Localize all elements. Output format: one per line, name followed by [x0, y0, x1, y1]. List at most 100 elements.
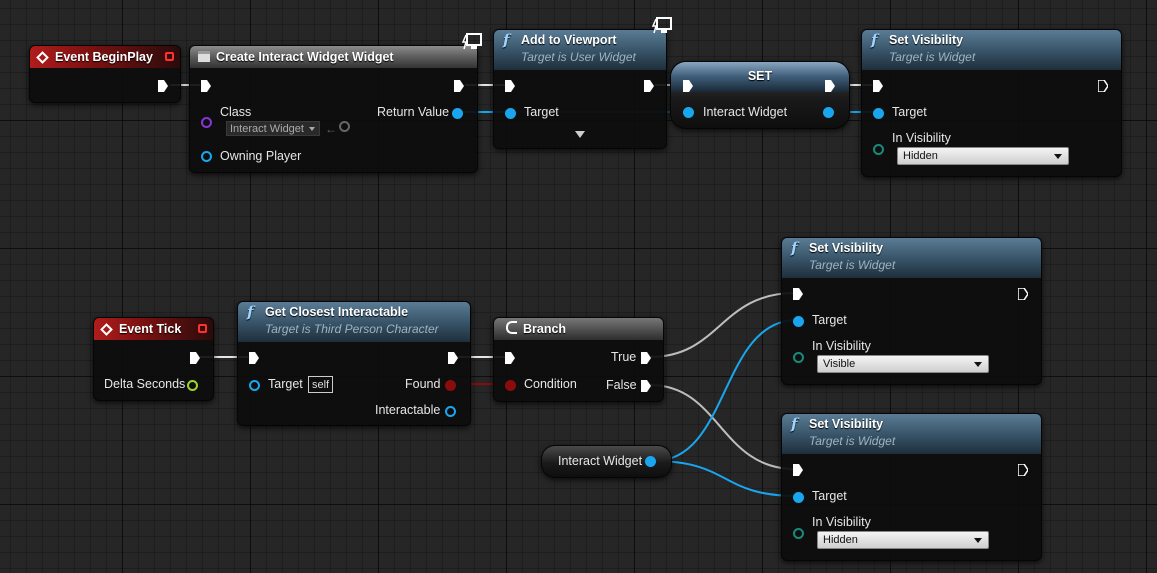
- exec-out-pin[interactable]: [454, 80, 464, 92]
- exec-in-pin[interactable]: [505, 352, 515, 364]
- node-header: Create Interact Widget Widget: [190, 46, 477, 68]
- node-header: Branch: [494, 318, 663, 340]
- set-variable-node[interactable]: SET Interact Widget: [670, 61, 850, 129]
- use-selected-arrow-icon[interactable]: ←: [325, 122, 337, 136]
- true-exec-pin[interactable]: [641, 352, 651, 364]
- get-closest-interactable-node[interactable]: f Get Closest Interactable Target is Thi…: [237, 301, 471, 426]
- in-visibility-select[interactable]: Visible: [817, 355, 989, 373]
- found-pin[interactable]: [445, 380, 456, 391]
- class-label: Class: [220, 105, 252, 119]
- delta-seconds-label: Delta Seconds: [104, 377, 186, 391]
- node-header: f Get Closest Interactable Target is Thi…: [238, 302, 470, 342]
- object-wire: [653, 460, 798, 497]
- target-pin[interactable]: [793, 316, 804, 327]
- condition-label: Condition: [524, 377, 577, 391]
- false-label: False: [606, 378, 637, 392]
- branch-icon: [506, 321, 517, 334]
- add-to-viewport-node[interactable]: f Add to Viewport Target is User Widget …: [493, 29, 667, 149]
- found-label: Found: [405, 377, 441, 391]
- advanced-expand-arrow-icon[interactable]: [575, 131, 585, 138]
- node-subtitle: Target is Widget: [809, 258, 896, 272]
- function-icon: f: [247, 303, 254, 321]
- close-delegate-icon[interactable]: [165, 52, 174, 61]
- exec-in-pin[interactable]: [201, 80, 211, 92]
- exec-in-pin[interactable]: [793, 464, 803, 476]
- set-visibility-node-1[interactable]: f Set Visibility Target is Widget Target…: [861, 29, 1122, 177]
- target-label: Target: [812, 489, 847, 503]
- in-visibility-pin[interactable]: [793, 528, 804, 539]
- interactable-pin[interactable]: [445, 406, 456, 417]
- target-label: Target: [524, 105, 559, 119]
- close-delegate-icon[interactable]: [198, 324, 207, 333]
- interact-widget-in-pin[interactable]: [683, 107, 694, 118]
- widget-class-icon: [198, 51, 210, 62]
- node-header: Event BeginPlay: [30, 46, 180, 68]
- interact-widget-getter-pin[interactable]: [645, 456, 656, 467]
- node-title: Event BeginPlay: [55, 50, 153, 64]
- in-visibility-select[interactable]: Hidden: [897, 147, 1069, 165]
- in-visibility-pin[interactable]: [793, 352, 804, 363]
- node-header: f Set Visibility Target is Widget: [782, 414, 1041, 454]
- node-title: Set Visibility: [889, 33, 964, 47]
- exec-out-pin[interactable]: [158, 80, 168, 92]
- node-subtitle: Target is Third Person Character: [265, 322, 439, 336]
- owning-player-pin[interactable]: [201, 151, 212, 162]
- exec-out-pin[interactable]: [1018, 464, 1028, 476]
- dropdown-arrow-icon: [974, 538, 982, 543]
- delta-seconds-pin[interactable]: [187, 380, 198, 391]
- node-subtitle: Target is User Widget: [521, 50, 636, 64]
- set-title: SET: [747, 69, 773, 83]
- exec-in-pin[interactable]: [873, 80, 883, 92]
- node-subtitle: Target is Widget: [889, 50, 976, 64]
- target-pin[interactable]: [505, 108, 516, 119]
- branch-node[interactable]: Branch True Condition False: [493, 317, 664, 402]
- in-visibility-value: Visible: [823, 358, 856, 370]
- in-visibility-pin[interactable]: [873, 144, 884, 155]
- interactable-label: Interactable: [375, 403, 441, 417]
- event-beginplay-node[interactable]: Event BeginPlay: [29, 45, 181, 103]
- condition-pin[interactable]: [505, 380, 516, 391]
- target-pin[interactable]: [873, 108, 884, 119]
- set-visibility-node-2[interactable]: f Set Visibility Target is Widget Target…: [781, 237, 1042, 385]
- exec-out-pin[interactable]: [644, 80, 654, 92]
- exec-in-pin[interactable]: [683, 80, 693, 92]
- set-visibility-node-3[interactable]: f Set Visibility Target is Widget Target…: [781, 413, 1042, 561]
- interact-widget-getter-label: Interact Widget: [558, 454, 643, 468]
- function-icon: f: [503, 31, 510, 49]
- exec-out-pin[interactable]: [1098, 80, 1108, 92]
- false-exec-pin[interactable]: [641, 380, 651, 392]
- return-value-pin[interactable]: [452, 108, 463, 119]
- target-pin[interactable]: [249, 380, 260, 391]
- create-widget-node[interactable]: Create Interact Widget Widget Class Inte…: [189, 45, 478, 173]
- node-header: f Set Visibility Target is Widget: [862, 30, 1121, 70]
- exec-out-pin[interactable]: [190, 352, 200, 364]
- function-icon: f: [791, 415, 798, 433]
- interact-widget-getter-node[interactable]: Interact Widget: [541, 445, 672, 478]
- set-header: [671, 62, 849, 92]
- in-visibility-select[interactable]: Hidden: [817, 531, 989, 549]
- exec-in-pin[interactable]: [505, 80, 515, 92]
- class-pin[interactable]: [201, 117, 212, 128]
- class-select[interactable]: Interact Widget: [226, 121, 320, 136]
- target-pin[interactable]: [793, 492, 804, 503]
- exec-out-pin[interactable]: [825, 80, 835, 92]
- node-title: Set Visibility: [809, 241, 884, 255]
- function-icon: f: [871, 31, 878, 49]
- exec-in-pin[interactable]: [793, 288, 803, 300]
- exec-out-pin[interactable]: [448, 352, 458, 364]
- node-header: f Set Visibility Target is Widget: [782, 238, 1041, 278]
- function-icon: f: [791, 239, 798, 257]
- monitor-lightning-icon: [462, 33, 482, 50]
- exec-out-pin[interactable]: [1018, 288, 1028, 300]
- self-default-box[interactable]: self: [308, 376, 334, 393]
- interact-widget-out-pin[interactable]: [823, 107, 834, 118]
- owning-player-label: Owning Player: [220, 149, 302, 163]
- in-visibility-value: Hidden: [823, 534, 858, 546]
- in-visibility-label: In Visibility: [812, 339, 871, 353]
- node-title: Event Tick: [119, 322, 182, 336]
- dropdown-arrow-icon: [309, 127, 315, 131]
- event-tick-node[interactable]: Event Tick Delta Seconds: [93, 317, 214, 401]
- in-visibility-label: In Visibility: [812, 515, 871, 529]
- browse-search-icon[interactable]: [339, 121, 350, 132]
- exec-in-pin[interactable]: [249, 352, 259, 364]
